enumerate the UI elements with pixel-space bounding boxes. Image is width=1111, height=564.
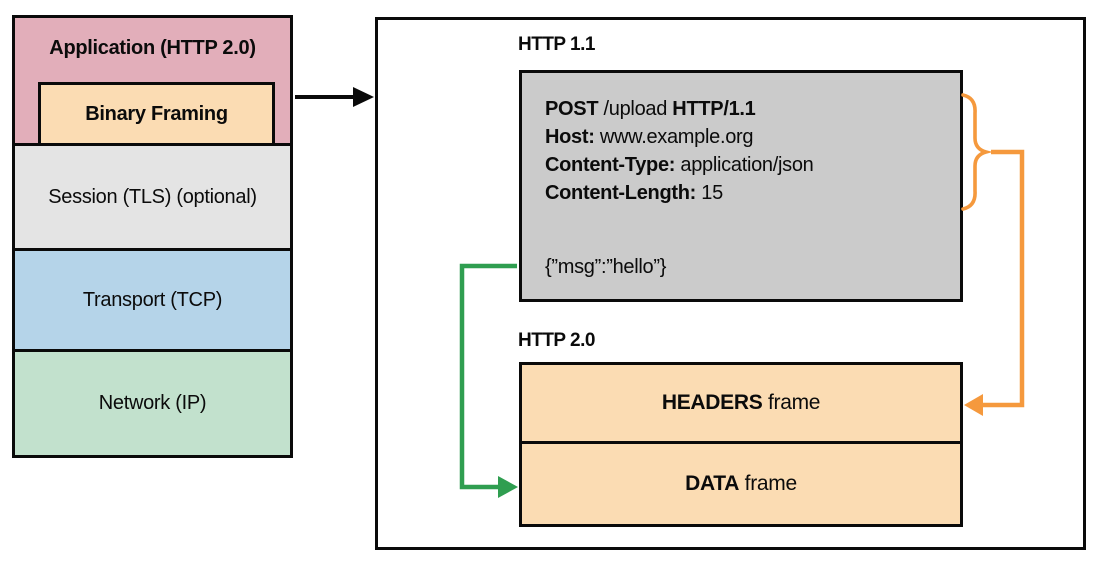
content-type-header: Content-Type: application/json	[545, 151, 944, 179]
layer-transport-label: Transport (TCP)	[82, 288, 223, 311]
data-frame-label: DATA frame	[685, 472, 797, 496]
host-key: Host:	[545, 126, 595, 148]
http11-label: HTTP 1.1	[518, 34, 595, 55]
request-version: HTTP/1.1	[672, 98, 756, 120]
layer-binary-framing-label: Binary Framing	[85, 102, 228, 125]
data-frame-bold: DATA	[685, 472, 740, 495]
headers-frame-label: HEADERS frame	[661, 391, 821, 415]
content-length-value: 15	[696, 182, 723, 204]
headers-frame-bold: HEADERS	[661, 391, 763, 414]
host-header: Host: www.example.org	[545, 123, 944, 151]
http20-label: HTTP 2.0	[518, 330, 595, 351]
binary-framing-to-panel-arrow	[295, 87, 374, 107]
layer-session: Session (TLS) (optional)	[12, 143, 293, 251]
request-path: /upload	[598, 98, 673, 120]
request-method: POST	[545, 98, 599, 120]
http11-request-box: POST /upload HTTP/1.1 Host: www.example.…	[519, 70, 963, 302]
headers-frame-box: HEADERS frame	[519, 362, 963, 444]
request-body: {”msg”:”hello”}	[545, 256, 667, 278]
headers-frame-rest: frame	[762, 391, 821, 414]
layer-network-label: Network (IP)	[98, 392, 207, 414]
layer-network: Network (IP)	[12, 349, 293, 458]
data-frame-rest: frame	[739, 472, 797, 495]
layer-binary-framing: Binary Framing	[38, 82, 275, 146]
data-frame-box: DATA frame	[519, 441, 963, 527]
host-value: www.example.org	[594, 126, 754, 148]
request-line: POST /upload HTTP/1.1	[545, 95, 944, 123]
content-type-key: Content-Type:	[545, 154, 676, 176]
layer-application-label: Application (HTTP 2.0)	[49, 37, 256, 59]
content-length-key: Content-Length:	[545, 182, 697, 204]
content-type-value: application/json	[675, 154, 814, 176]
layer-session-label: Session (TLS) (optional)	[48, 185, 257, 208]
content-length-header: Content-Length: 15	[545, 179, 944, 207]
layer-transport: Transport (TCP)	[12, 248, 293, 352]
